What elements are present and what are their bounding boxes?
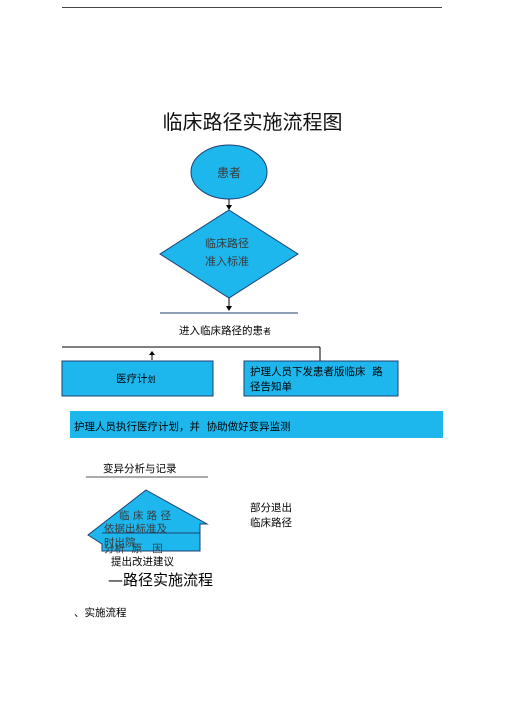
arrowhead-3 (149, 351, 155, 355)
enter-label: 进入临床路径的患者 (179, 323, 271, 338)
enter-label-small: 者 (263, 327, 271, 336)
arrowhead-1 (226, 205, 232, 210)
page-title: 临床路径实施流程图 (162, 110, 343, 134)
medical-plan-small: 划 (147, 375, 156, 384)
medical-plan-main: 医疗计 (116, 373, 148, 385)
partial-exit-label-1: 部分退出 (250, 502, 292, 514)
discharge-house (87, 489, 209, 552)
variance-label: 变异分析与记录 (103, 463, 177, 475)
partial-exit-label-2: 临床路径 (250, 517, 292, 529)
nurse-label-2: 径告知单 (250, 381, 292, 393)
enter-label-main: 进入临床路径的患 (179, 325, 263, 337)
criteria-label-1: 临床路径 (205, 237, 249, 250)
house-label-3: 时出院 (104, 537, 136, 549)
nurse-execute-banner (70, 411, 443, 438)
medical-plan-label: 医疗计划 (116, 372, 156, 387)
nurse-label-1: 护理人员下发患者版临床 路 (250, 366, 383, 378)
house-label-2b: 分析 原 因 (104, 543, 163, 555)
top-rule (62, 7, 442, 8)
footer-heading: 、实施流程 (74, 607, 127, 619)
section-subtitle: —路径实施流程 (108, 571, 214, 589)
improve-label: 提出改进建议 (111, 556, 174, 568)
nurse-box (243, 360, 399, 397)
house-label-2: 依据出标准及 (104, 523, 167, 535)
medical-plan-box (61, 360, 214, 397)
house-label-1: 临 床 路 径 (119, 510, 172, 522)
criteria-label-2: 准入标准 (205, 255, 249, 268)
patient-label: 患者 (217, 166, 242, 180)
arrowhead-2 (226, 306, 232, 311)
banner-label: 护理人员执行医疗计划，并 协助做好变异监测 (74, 421, 291, 433)
